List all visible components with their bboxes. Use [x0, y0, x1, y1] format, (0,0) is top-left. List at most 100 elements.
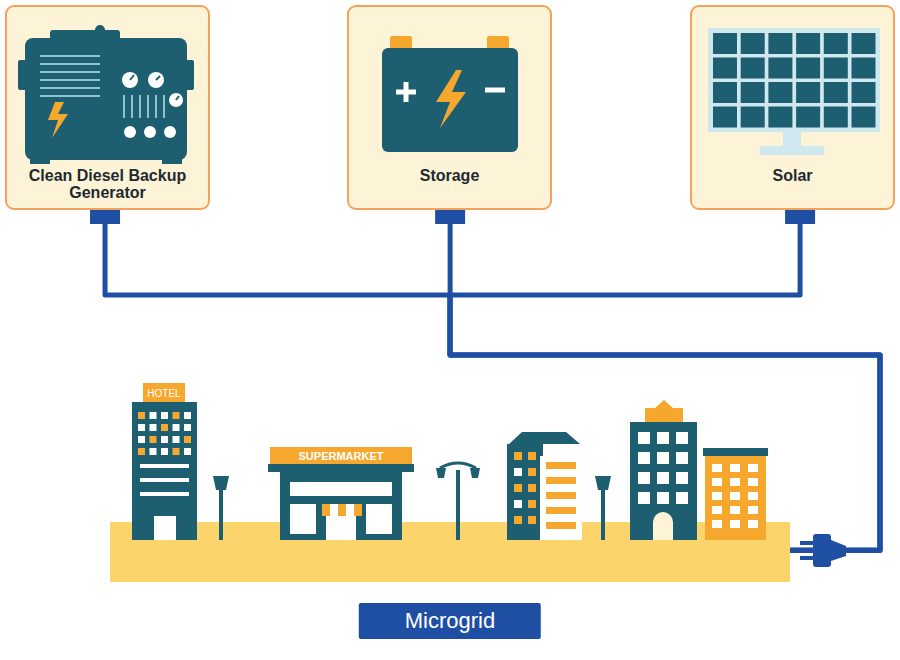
city-illustration-part-part [595, 476, 611, 490]
solar-panel-icon-part-part [824, 82, 848, 103]
city-illustration-part-part [354, 504, 362, 516]
generator-icon-part [124, 126, 136, 138]
city-illustration-part [366, 504, 392, 534]
city-illustration-part-part [173, 424, 180, 431]
city-illustration-part-part [528, 468, 536, 476]
solar-panel-icon-part [760, 146, 824, 155]
city-illustration-part-part [638, 472, 650, 484]
city-illustration-part-part [676, 492, 688, 504]
city-illustration-part-part [184, 436, 191, 443]
generator-icon-part [95, 25, 105, 35]
city-illustration-part [322, 504, 362, 516]
city-illustration-part-part [184, 412, 191, 419]
generator-icon-part [30, 156, 50, 164]
source-box: Storage [347, 5, 552, 210]
solar-panel-icon [708, 28, 880, 155]
solar-panel-icon-part-part [852, 82, 876, 103]
city-illustration-part-part [161, 448, 168, 455]
city-illustration-part-part [748, 492, 758, 500]
city-illustration-part-part [322, 504, 330, 516]
solar-panel-icon-part-part [852, 58, 876, 79]
solar-panel-icon-part-part [768, 107, 792, 128]
solar-panel-icon-part-part [768, 58, 792, 79]
generator-icon-part-part [40, 95, 100, 97]
city-illustration-part-part [173, 436, 180, 443]
city-illustration-part-part [638, 492, 650, 504]
plug-symbol-part [800, 541, 814, 545]
city-illustration-part-part [730, 520, 740, 528]
city-illustration-part-part [657, 472, 669, 484]
solar-panel-icon-part-part [713, 107, 737, 128]
generator-icon-part [50, 30, 120, 40]
generator-icon-part [122, 72, 138, 88]
power-wire [105, 210, 880, 550]
city-illustration-part-part [528, 500, 536, 508]
city-illustration-part-part [514, 468, 522, 476]
city-illustration-part [638, 432, 688, 504]
generator-icon-part [40, 56, 100, 96]
battery-icon-part [396, 82, 505, 102]
city-illustration [132, 383, 768, 540]
city-illustration-part [655, 400, 673, 408]
city-illustration-part [703, 448, 768, 456]
city-illustration-part-part [748, 478, 758, 486]
city-illustration-part-part [546, 477, 576, 484]
battery-icon [382, 36, 518, 152]
city-illustration-part-part [338, 504, 346, 516]
city-illustration-part-part [514, 452, 522, 460]
city-illustration-part-part [712, 492, 722, 500]
city-illustration-part [630, 422, 697, 540]
city-illustration-part-part [546, 492, 576, 499]
city-illustration-part-part [712, 464, 722, 472]
city-illustration-part-part [730, 478, 740, 486]
generator-icon-part-part [155, 95, 157, 118]
city-illustration-part-part [184, 424, 191, 431]
plug-symbol-part [800, 556, 814, 560]
connector-tab [90, 210, 120, 224]
microgrid-band: Microgrid [110, 522, 790, 582]
city-illustration-part-part [436, 468, 446, 478]
city-illustration-part [326, 516, 356, 540]
city-illustration-part-part [173, 412, 180, 419]
generator-icon-part-part [163, 95, 165, 118]
city-illustration-part-part [638, 452, 650, 464]
city-illustration-part-part [440, 463, 476, 468]
city-illustration-part-part [601, 486, 605, 540]
solar-panel-icon-part-part [824, 58, 848, 79]
city-illustration-part-part [514, 484, 522, 492]
generator-icon-part-part [40, 63, 100, 65]
solar-panel-icon-part-part [741, 58, 765, 79]
city-illustration-part-part [657, 432, 669, 444]
battery-icon-part [382, 48, 518, 152]
city-illustration-part [290, 482, 392, 496]
generator-icon-part [184, 60, 194, 90]
city-illustration-part-part [514, 500, 522, 508]
city-illustration-part-part [528, 516, 536, 524]
plug-symbol [800, 534, 846, 567]
city-illustration-part [507, 444, 543, 540]
solar-panel-icon-part-part [713, 82, 737, 103]
solar-panel-icon-part-part [796, 107, 820, 128]
city-illustration-part-part [138, 448, 145, 455]
city-illustration-part-part [330, 504, 338, 516]
city-illustration-part [143, 383, 185, 402]
city-illustration-part-part [730, 464, 740, 472]
city-illustration-part-part [456, 470, 460, 540]
city-illustration-part-part [657, 452, 669, 464]
city-illustration-part-part [748, 464, 758, 472]
solar-panel-icon-part-part [741, 82, 765, 103]
city-illustration-part [213, 463, 611, 540]
generator-icon-part-part [40, 87, 100, 89]
city-illustration-part-part [161, 424, 168, 431]
city-illustration-part-part [730, 492, 740, 500]
solar-panel-icon-part-part [796, 33, 820, 54]
city-illustration-part-part [712, 506, 722, 514]
building-sign: SUPERMARKET [299, 450, 384, 462]
generator-icon-part [130, 75, 179, 100]
city-illustration-part [290, 504, 316, 534]
solar-panel-icon-part-part [852, 107, 876, 128]
city-illustration-part [138, 412, 191, 496]
generator-icon-part [162, 156, 182, 164]
solar-panel-icon-part [713, 33, 876, 128]
